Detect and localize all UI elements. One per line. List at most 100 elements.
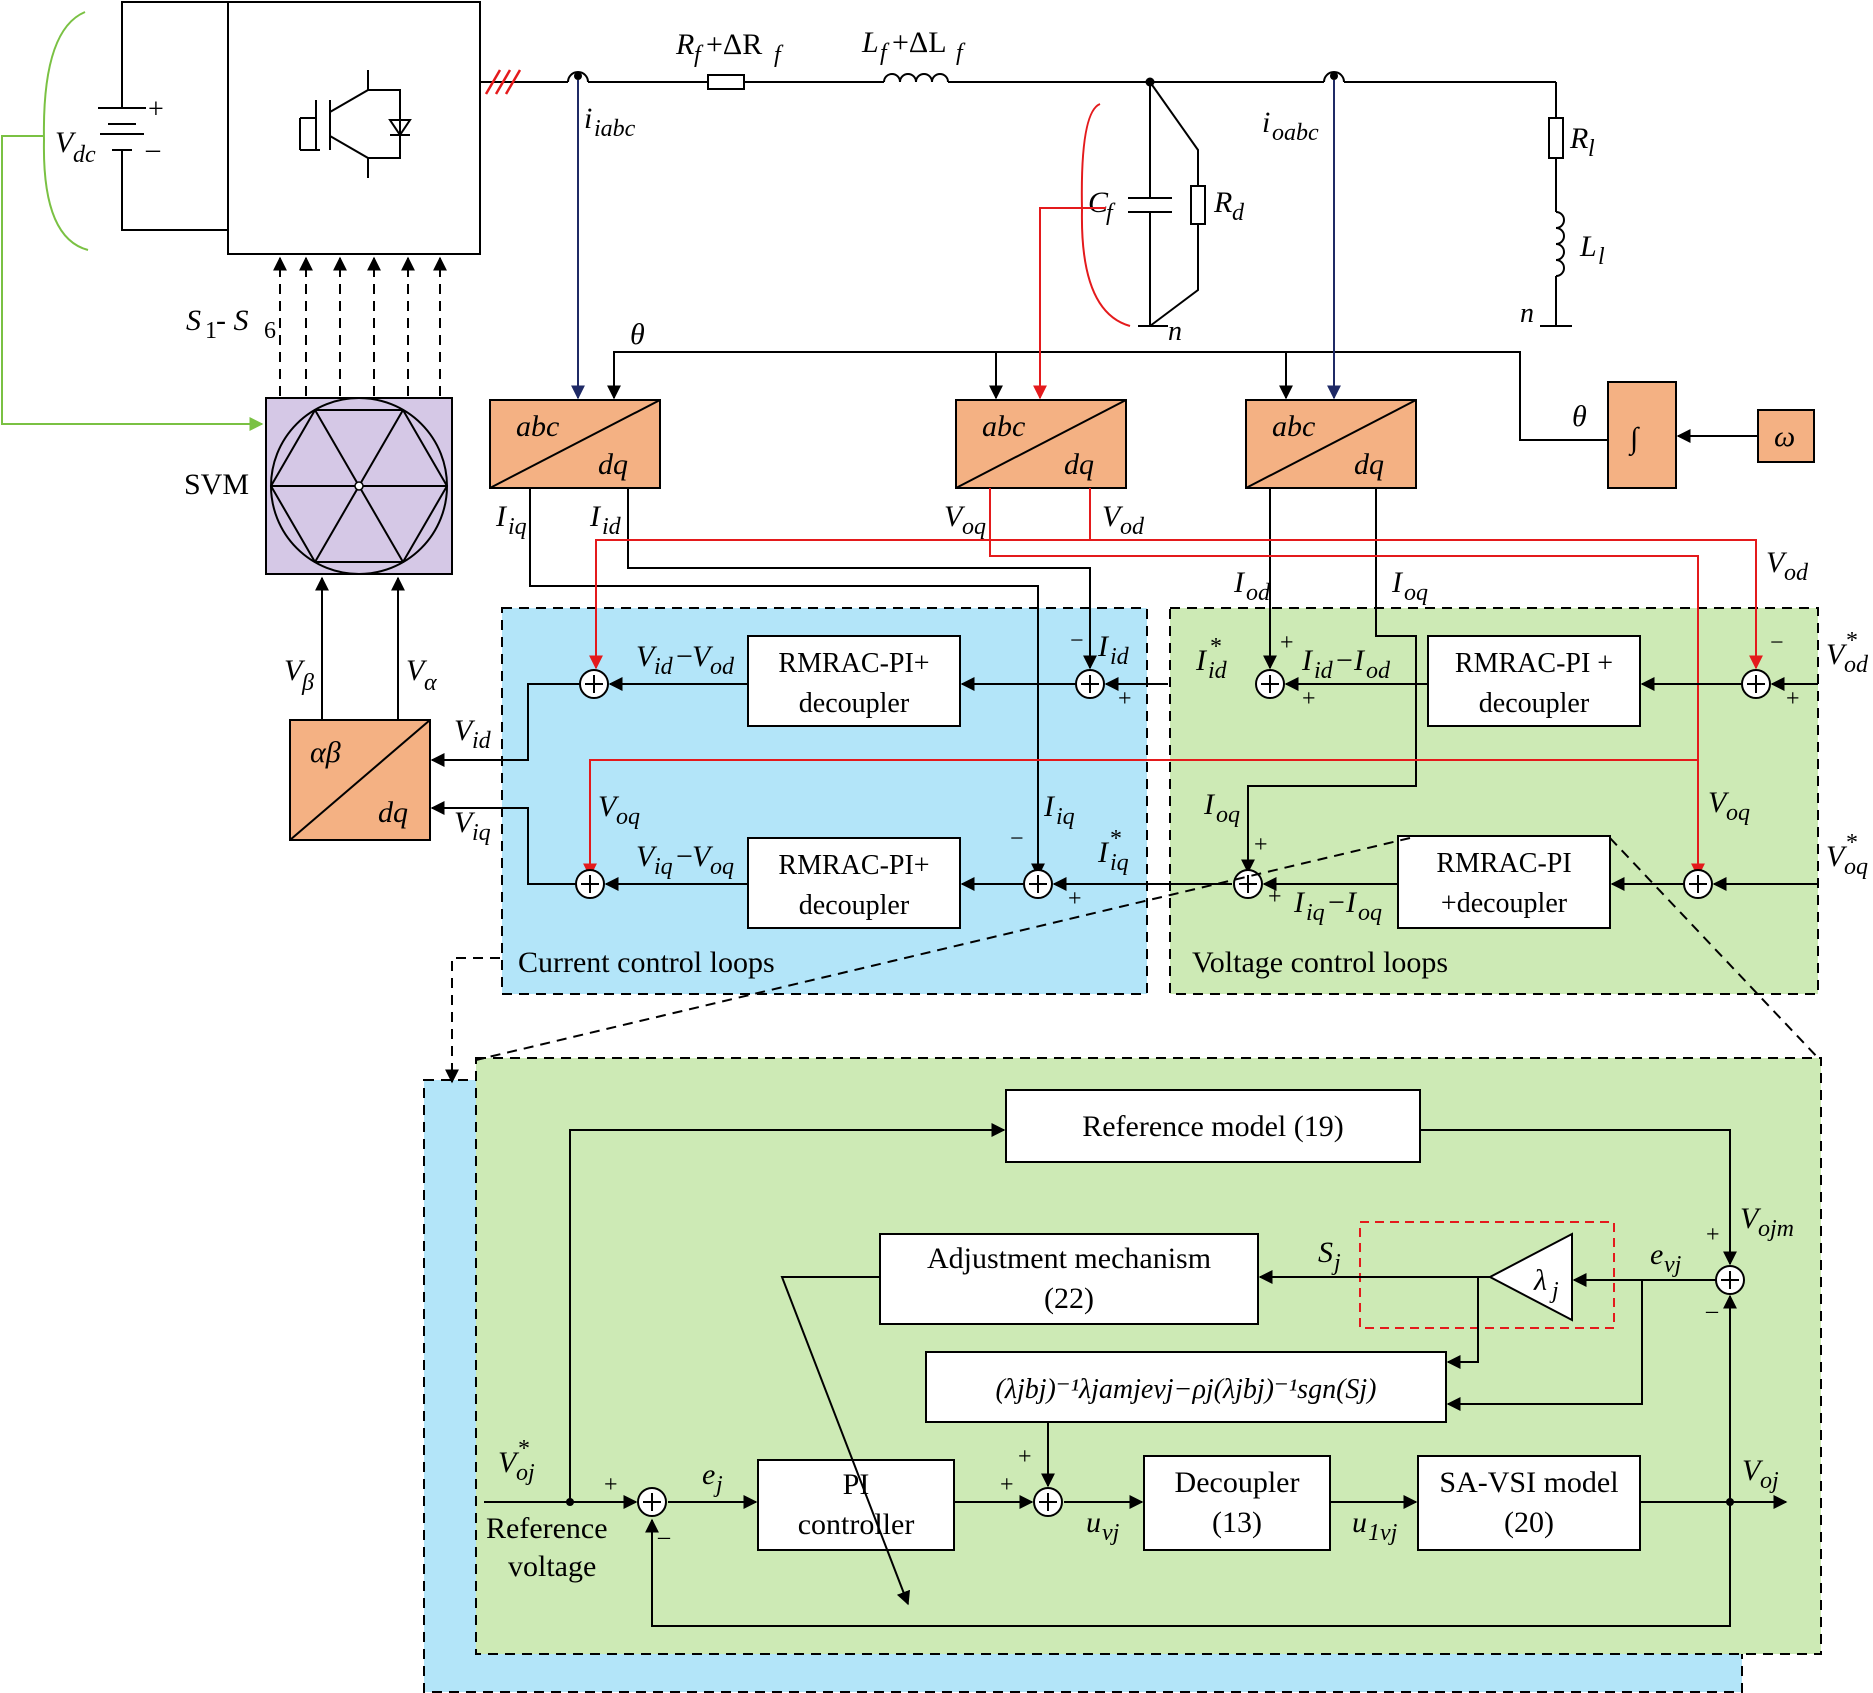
svg-text:+: +: [1268, 884, 1282, 910]
voltage-loops-title: Voltage control loops: [1192, 946, 1448, 979]
svg-text:j: j: [1331, 1250, 1341, 1276]
svg-text:Decoupler: Decoupler: [1175, 1466, 1300, 1499]
svg-text:+: +: [1000, 1472, 1014, 1498]
svg-text:od: od: [1366, 658, 1391, 684]
svg-text:*: *: [1210, 634, 1222, 660]
rmrac-detail: Reference model (19) Adjustment mechanis…: [484, 1089, 1794, 1627]
vdc-label: V: [55, 126, 77, 159]
decoupler-block: [1143, 1455, 1331, 1551]
svg-text:I: I: [589, 500, 602, 533]
svg-text:+: +: [1018, 1444, 1032, 1470]
svg-text:I: I: [1097, 630, 1110, 663]
rl-label: R: [1569, 122, 1588, 155]
svg-text:decoupler: decoupler: [799, 890, 910, 921]
svg-text:V: V: [1740, 1202, 1762, 1235]
current-control-loops: RMRAC-PI+ decoupler − I id + V id − V od…: [430, 628, 1232, 979]
svg-text:1vj: 1vj: [1368, 1520, 1398, 1546]
current-loops-title: Current control loops: [518, 946, 775, 979]
svg-text:od: od: [1246, 580, 1271, 606]
svg-text:l: l: [1598, 244, 1605, 270]
svm-block: SVM: [184, 397, 453, 575]
svg-text:oq: oq: [1216, 802, 1240, 828]
svg-text:V: V: [1826, 638, 1848, 671]
igbt-icon: [299, 70, 412, 178]
svg-text:I: I: [1097, 836, 1110, 869]
omega-block: [1757, 409, 1815, 463]
svg-text:oj: oj: [1760, 1468, 1779, 1494]
cf-label: C: [1088, 186, 1109, 219]
svg-text:−: −: [1070, 628, 1084, 654]
rf-delta: +ΔR: [706, 28, 762, 61]
switch-signals: S 1 - S 6: [186, 256, 447, 396]
control-law-block: [925, 1351, 1447, 1423]
svg-text:abc: abc: [516, 410, 559, 443]
svg-text:voltage: voltage: [508, 1550, 596, 1583]
svg-text:*: *: [518, 1436, 530, 1462]
svg-text:controller: controller: [798, 1508, 915, 1541]
omega-label: ω: [1774, 420, 1795, 453]
svg-text:+: +: [604, 1472, 618, 1498]
svg-text:id: id: [1208, 658, 1228, 684]
svg-text:oq: oq: [1358, 900, 1382, 926]
svg-text:PI: PI: [843, 1468, 870, 1501]
lf-label: L: [861, 26, 879, 59]
svg-text:dq: dq: [378, 796, 408, 829]
svg-text:SA-VSI model: SA-VSI model: [1439, 1466, 1618, 1499]
dc-plus: +: [148, 94, 164, 125]
svg-text:iq: iq: [1110, 850, 1129, 876]
svg-text:V: V: [454, 806, 476, 839]
svg-text:n: n: [1168, 316, 1182, 347]
svg-text:I: I: [1233, 566, 1246, 599]
rf-sub: f: [694, 42, 704, 68]
svg-text:V: V: [454, 714, 476, 747]
abc-dq-cap-voltage: abc dq: [955, 399, 1127, 489]
switches-label: S: [186, 304, 201, 337]
svg-text:d: d: [1232, 200, 1245, 226]
reference-model-block: [1005, 1089, 1421, 1163]
rf-label: R: [675, 28, 694, 61]
svg-text:RMRAC-PI +: RMRAC-PI +: [1455, 648, 1613, 679]
svg-text:id: id: [472, 728, 492, 754]
lf-delta: +ΔL: [892, 26, 947, 59]
pi-controller-block: [757, 1459, 955, 1551]
control-law-text: (λjbj)⁻¹λjamjevj−ρj(λjbj)⁻¹sgn(Sj): [996, 1374, 1377, 1405]
lf-sub: f: [880, 40, 890, 66]
sa-vsi-model-block: [1417, 1455, 1641, 1551]
svg-text:id: id: [654, 654, 674, 680]
svg-text:f: f: [956, 40, 966, 66]
svg-text:oj: oj: [516, 1460, 535, 1486]
svg-text:V: V: [406, 654, 428, 687]
svg-text:+: +: [1302, 686, 1316, 712]
svg-text:u: u: [1086, 1506, 1101, 1539]
svg-text:iq: iq: [1306, 900, 1325, 926]
svg-text:e: e: [702, 1458, 715, 1491]
svg-text:−: −: [676, 640, 693, 673]
svg-text:Adjustment mechanism: Adjustment mechanism: [927, 1242, 1211, 1275]
svg-text:+: +: [1068, 886, 1082, 912]
svg-text:+: +: [1280, 630, 1294, 656]
svg-text:Reference: Reference: [486, 1512, 608, 1545]
svg-text:–: –: [1705, 1298, 1719, 1324]
svg-text:V: V: [1742, 1454, 1764, 1487]
svg-text:ojm: ojm: [1758, 1216, 1794, 1242]
svg-text:+: +: [1254, 832, 1268, 858]
svg-text:+decoupler: +decoupler: [1441, 888, 1568, 919]
svg-text:αβ: αβ: [310, 736, 341, 769]
alphabeta-dq-block: αβ dq V β V α: [284, 576, 437, 841]
svg-text:vj: vj: [1102, 1520, 1120, 1546]
svg-text:V: V: [636, 640, 658, 673]
rmrac-voltage-q: [1397, 835, 1611, 929]
svg-text:V: V: [692, 640, 714, 673]
svg-text:od: od: [710, 654, 735, 680]
svg-text:V: V: [598, 790, 620, 823]
svg-text:−: −: [1770, 630, 1784, 656]
svg-text:od: od: [1784, 560, 1809, 586]
svg-text:I: I: [1293, 886, 1306, 919]
svg-text:V: V: [1826, 840, 1848, 873]
svm-label: SVM: [184, 468, 249, 501]
abc-dq-current: abc dq: [489, 399, 661, 489]
svg-text:α: α: [424, 670, 437, 696]
svg-text:–: –: [657, 1524, 671, 1550]
svg-text:oq: oq: [1844, 854, 1868, 880]
